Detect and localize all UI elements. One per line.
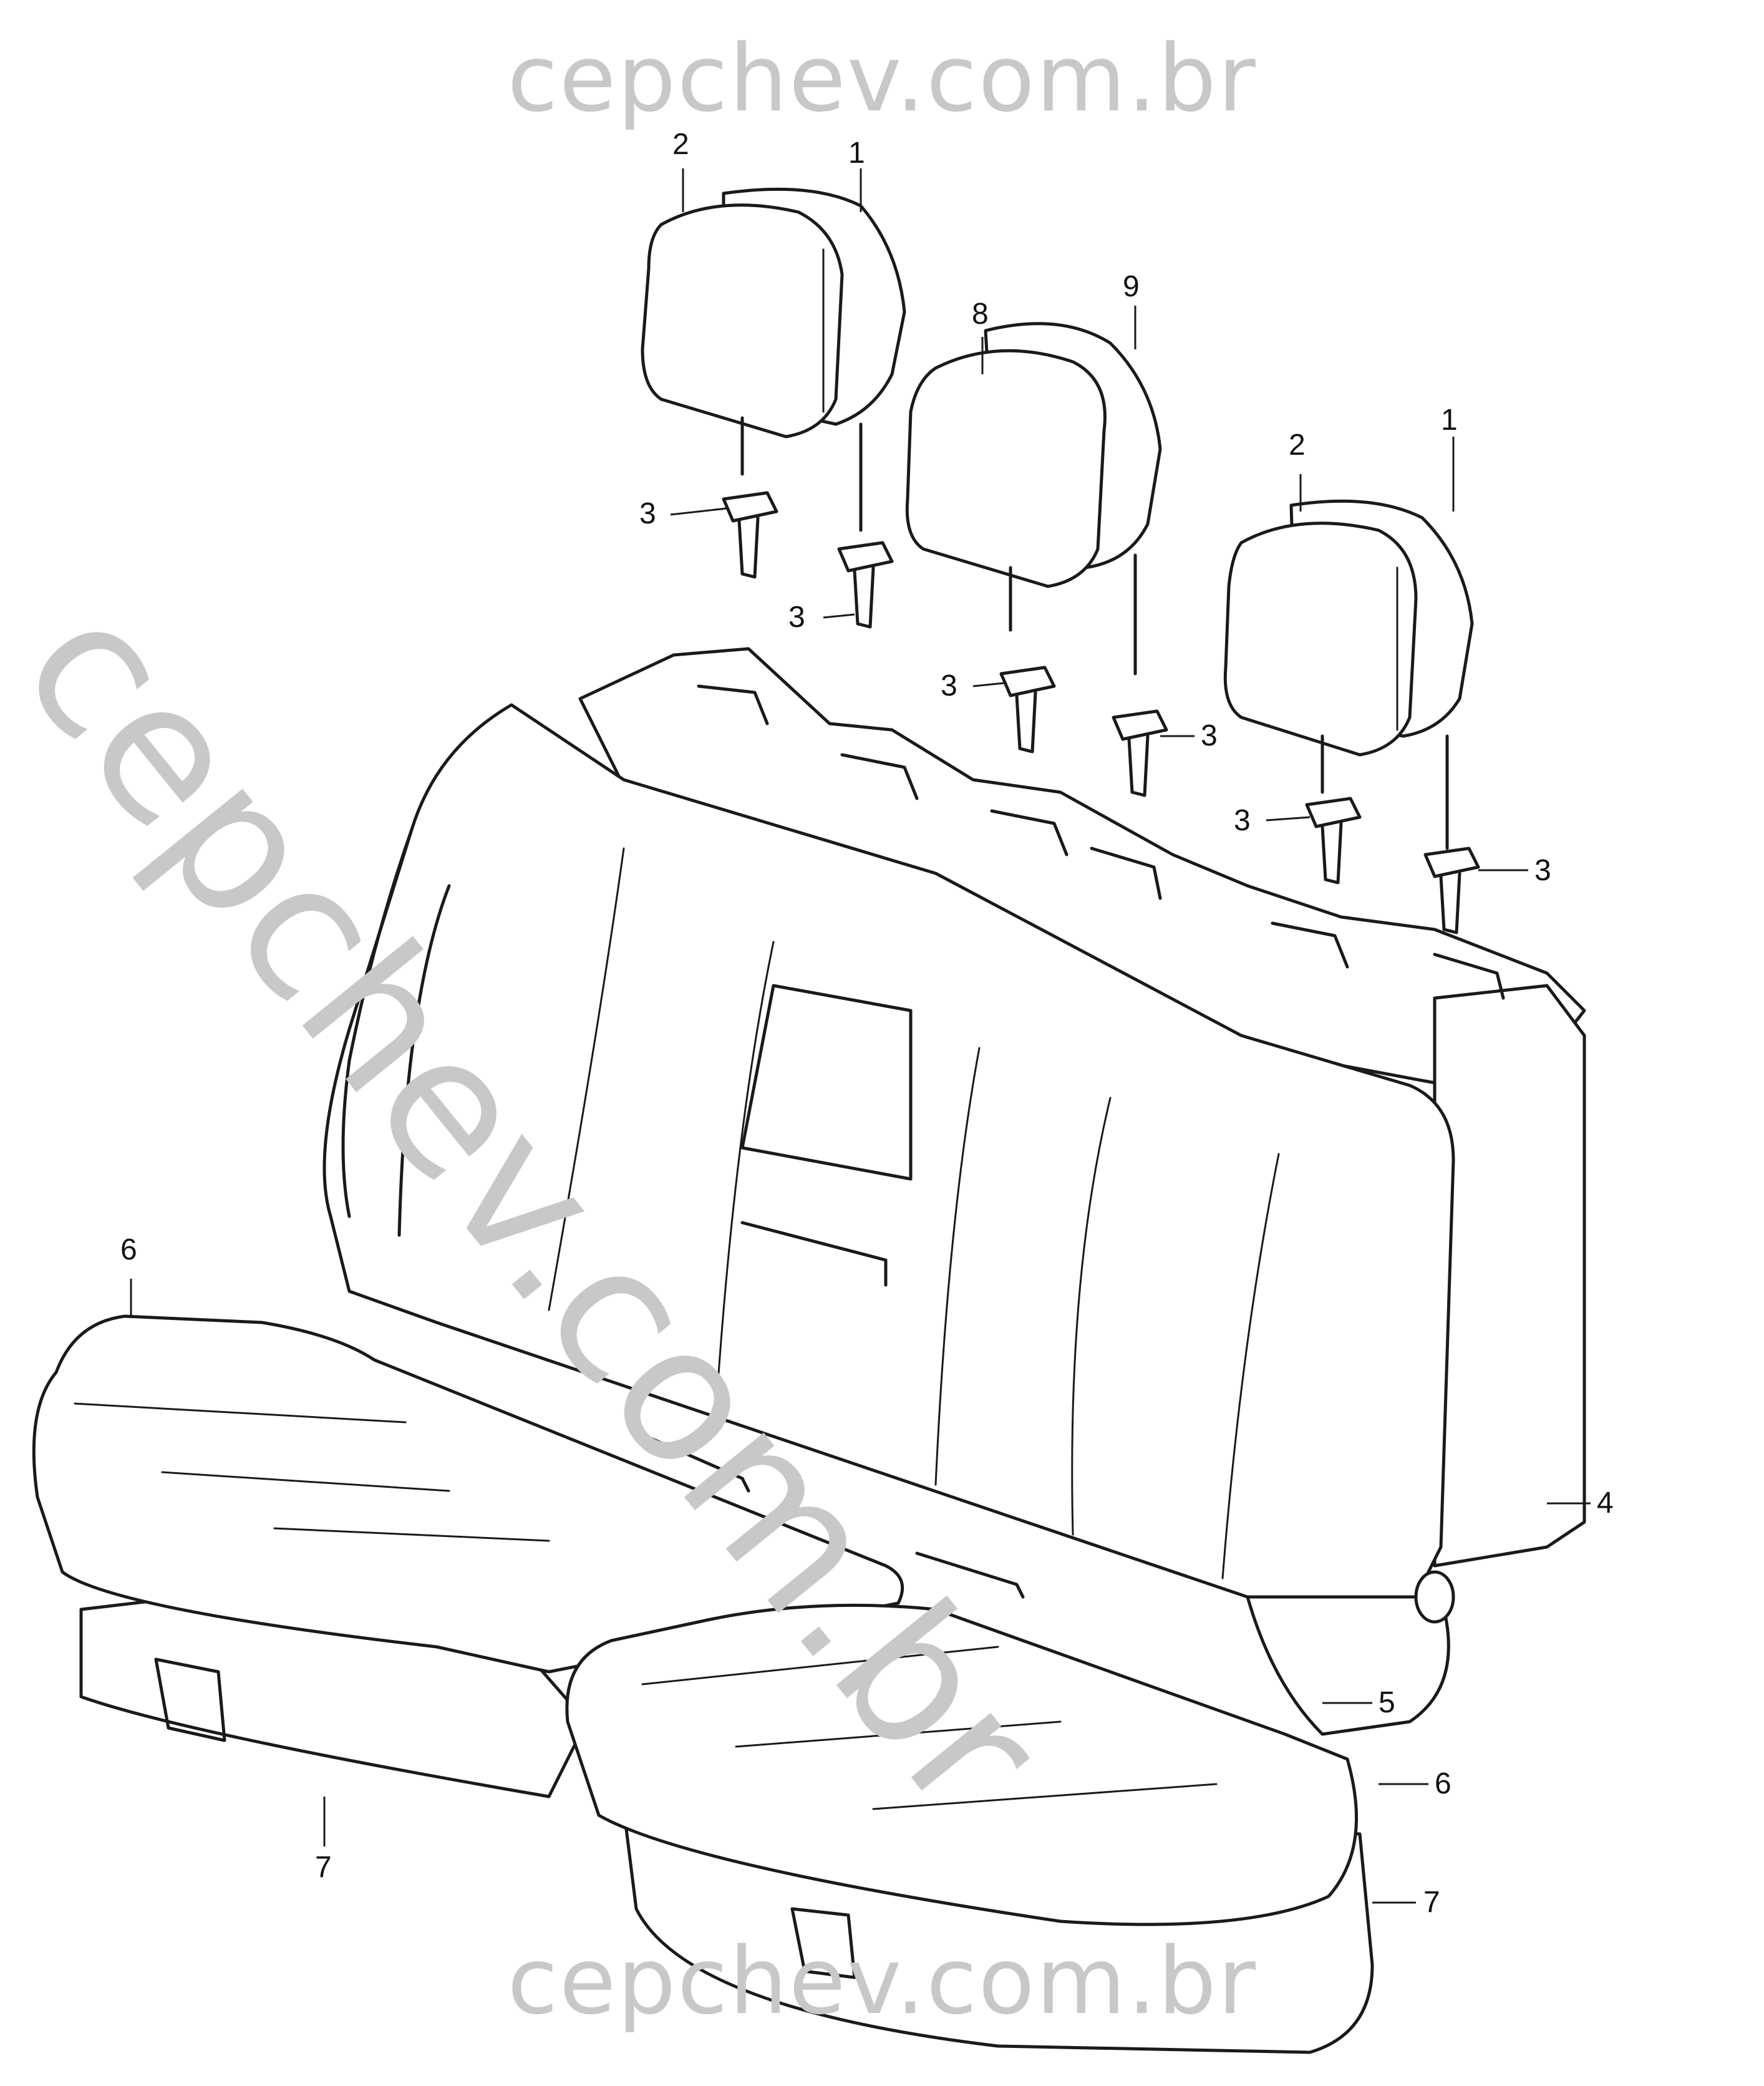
leader-lines <box>130 168 1591 1904</box>
headrest-right <box>1223 499 1474 850</box>
callout-7-right-base: 7 <box>1423 1886 1440 1919</box>
right-seat-cushion <box>565 1603 1374 2054</box>
seat-back <box>322 647 1586 1736</box>
callout-5: 5 <box>1379 1686 1395 1719</box>
callout-8-center-headrest: 8 <box>972 298 989 331</box>
headrest-left <box>641 187 906 532</box>
callout-2-left-headrest: 2 <box>672 128 689 161</box>
callout-9-center-headrest: 9 <box>1123 270 1140 303</box>
headrest-guide-f <box>1423 847 1480 934</box>
callout-3-guide-a: 3 <box>639 497 656 530</box>
callout-3-guide-b: 3 <box>788 601 805 634</box>
callout-7-left-base: 7 <box>315 1851 332 1884</box>
headrest-guide-c <box>999 666 1056 754</box>
callout-6-left-cushion: 6 <box>120 1233 137 1266</box>
callout-1-right-headrest: 1 <box>1441 404 1458 437</box>
headrest-center <box>905 322 1162 676</box>
callout-2-right-headrest: 2 <box>1289 429 1306 462</box>
watermark-bottom: cepchev.com.br <box>507 1928 1257 2035</box>
left-seat-cushion <box>32 1314 904 1798</box>
callout-4-seat-back: 4 <box>1597 1487 1614 1520</box>
callout-3-guide-c: 3 <box>941 669 957 702</box>
callout-3-guide-e: 3 <box>1234 804 1251 837</box>
headrest-guide-e <box>1305 797 1362 885</box>
watermark-top: cepchev.com.br <box>507 25 1257 132</box>
callout-1-left-headrest: 1 <box>848 137 865 170</box>
callout-3-guide-d: 3 <box>1201 719 1218 752</box>
callout-6-right-cushion: 6 <box>1435 1767 1451 1800</box>
belt-buckle-right <box>915 1551 1025 1599</box>
headrest-guide-d <box>1112 709 1168 797</box>
belt-buckle-left <box>641 1433 750 1493</box>
callout-3-guide-f: 3 <box>1534 854 1551 887</box>
headrest-guide-a <box>722 491 778 579</box>
headrest-guide-b <box>837 541 894 629</box>
